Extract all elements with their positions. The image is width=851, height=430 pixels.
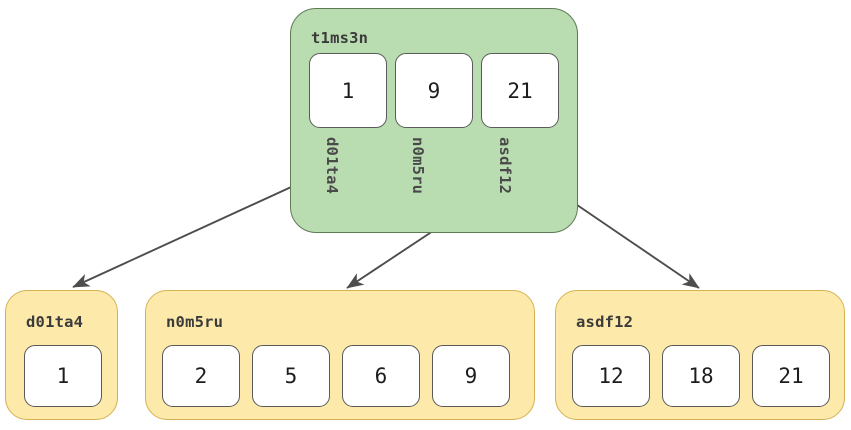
edge-root-to-d01ta4: [72, 176, 314, 288]
node-leaf-asdf12-title: asdf12: [576, 313, 634, 331]
leaf-n0m5ru-cell-3[interactable]: 9: [432, 345, 510, 407]
leaf-asdf12-cell-0[interactable]: 12: [572, 345, 650, 407]
node-root[interactable]: t1ms3n 1 9 21 d01ta4 n0m5ru asdf12: [290, 8, 578, 233]
leaf-n0m5ru-cell-0[interactable]: 2: [162, 345, 240, 407]
node-leaf-asdf12[interactable]: asdf12 12 18 21: [555, 290, 845, 420]
leaf-n0m5ru-cell-2[interactable]: 6: [342, 345, 420, 407]
root-cell-2[interactable]: 21: [481, 53, 559, 128]
node-leaf-n0m5ru[interactable]: n0m5ru 2 5 6 9: [145, 290, 535, 420]
root-pointer-label-n0m5ru: n0m5ru: [409, 137, 427, 195]
root-cell-1[interactable]: 9: [395, 53, 473, 128]
leaf-n0m5ru-cell-1[interactable]: 5: [252, 345, 330, 407]
leaf-asdf12-cell-1[interactable]: 18: [662, 345, 740, 407]
leaf-d01ta4-cell-0[interactable]: 1: [24, 345, 102, 407]
root-pointer-label-asdf12: asdf12: [496, 137, 514, 195]
node-root-title: t1ms3n: [311, 29, 369, 47]
leaf-asdf12-cell-2[interactable]: 21: [752, 345, 830, 407]
root-pointer-label-d01ta4: d01ta4: [323, 137, 341, 195]
node-leaf-n0m5ru-title: n0m5ru: [166, 313, 224, 331]
node-leaf-d01ta4-title: d01ta4: [26, 313, 84, 331]
edge-root-to-n0m5ru: [346, 230, 434, 289]
root-cell-0[interactable]: 1: [309, 53, 387, 128]
node-leaf-d01ta4[interactable]: d01ta4 1: [5, 290, 118, 420]
edge-root-to-asdf12: [560, 193, 700, 289]
